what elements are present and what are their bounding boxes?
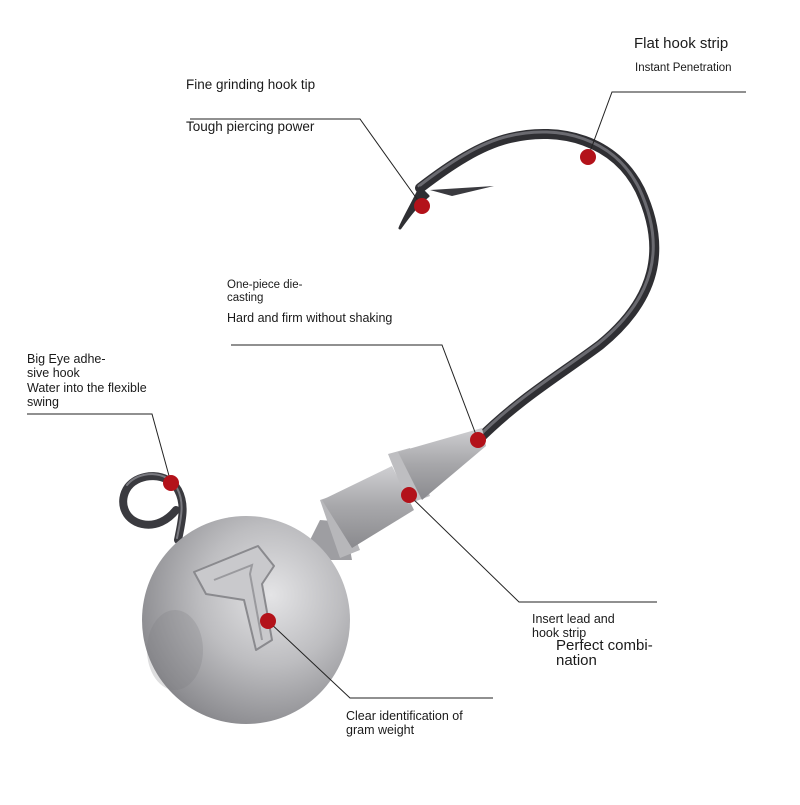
marker-insert-lead <box>401 487 417 503</box>
leader-line-insert-lead <box>408 494 657 603</box>
leader-line-big-eye <box>27 413 172 484</box>
insert-lead-subtitle: Perfect combi- nation <box>556 637 653 669</box>
leader-line-flat-strip <box>587 91 746 158</box>
marker-hook-tip <box>414 198 430 214</box>
flat-strip-subtitle: Instant Penetration <box>635 62 732 74</box>
markers <box>163 149 596 629</box>
die-casting-subtitle: Hard and firm without shaking <box>227 311 393 325</box>
hook-wire <box>398 128 660 445</box>
marker-big-eye <box>163 475 179 491</box>
flat-strip-title: Flat hook strip <box>634 35 729 52</box>
gram-weight-label: Clear identification of gram weight <box>346 709 463 738</box>
leader-line-die-casting <box>231 344 479 441</box>
leader-lines <box>27 91 746 699</box>
big-eye-title: Big Eye adhe- sive hook <box>27 352 106 381</box>
marker-die-casting <box>470 432 486 448</box>
marker-flat-strip <box>580 149 596 165</box>
hook-tip-label: Fine grinding hook tip Tough piercing po… <box>186 60 315 152</box>
insert-lead-title: Insert lead and hook strip <box>532 612 615 641</box>
hook-tip-line2: Tough piercing power <box>186 118 315 134</box>
ball-head <box>142 516 350 724</box>
lead-collar <box>300 428 486 560</box>
leader-line-hook-tip <box>190 118 423 207</box>
big-eye-subtitle: Water into the flexible swing <box>27 381 147 410</box>
die-casting-title: One-piece die- casting <box>227 279 303 305</box>
marker-gram-weight <box>260 613 276 629</box>
hook-tip-line1: Fine grinding hook tip <box>186 76 316 92</box>
leader-line-gram-weight <box>267 620 493 699</box>
